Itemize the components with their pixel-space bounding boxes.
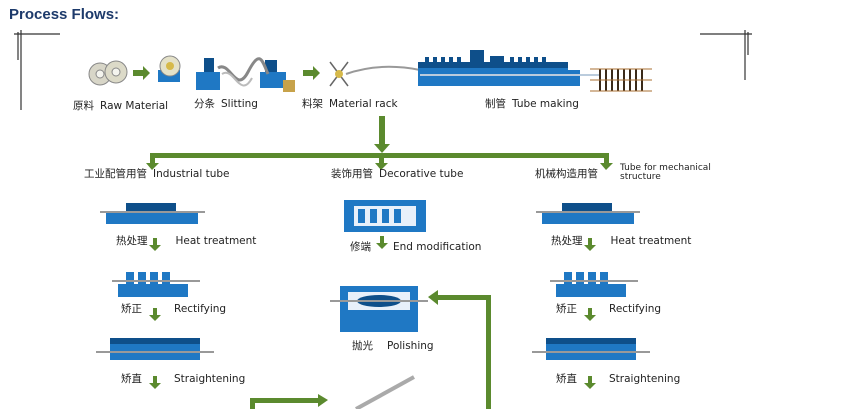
tube-making-machine-icon bbox=[418, 50, 600, 86]
tube-bottom-icon bbox=[355, 375, 415, 409]
mechanical-tube-en-line1: Tube for mechanical bbox=[620, 163, 711, 173]
strip-line bbox=[345, 65, 421, 75]
frame-decoration bbox=[14, 30, 752, 110]
mechanical-tube-label: 机械构造用管 bbox=[535, 168, 598, 180]
rectifying-machine-left-icon bbox=[112, 272, 200, 297]
polishing-machine-icon bbox=[330, 286, 428, 332]
slitting-machine-icon bbox=[196, 57, 295, 92]
coil-on-stand-icon bbox=[158, 55, 181, 82]
straightening-machine-left-icon bbox=[96, 338, 214, 360]
flow-arrows bbox=[146, 116, 613, 409]
arrow-right-icon bbox=[303, 66, 320, 80]
heat-treatment-machine-right-icon bbox=[536, 203, 640, 224]
material-rack-icon bbox=[329, 61, 349, 87]
raw-material-coils-icon bbox=[88, 60, 128, 86]
page-title: Process Flows: bbox=[9, 6, 120, 23]
mechanical-tube-en-line2: structure bbox=[620, 172, 661, 182]
arrow-right-icon bbox=[133, 66, 150, 80]
end-modification-machine-icon bbox=[344, 200, 426, 232]
straightening-machine-right-icon bbox=[532, 338, 650, 360]
heat-treatment-machine-left-icon bbox=[100, 203, 205, 224]
finished-tubes-icon bbox=[590, 68, 652, 92]
rectifying-machine-right-icon bbox=[550, 272, 638, 297]
